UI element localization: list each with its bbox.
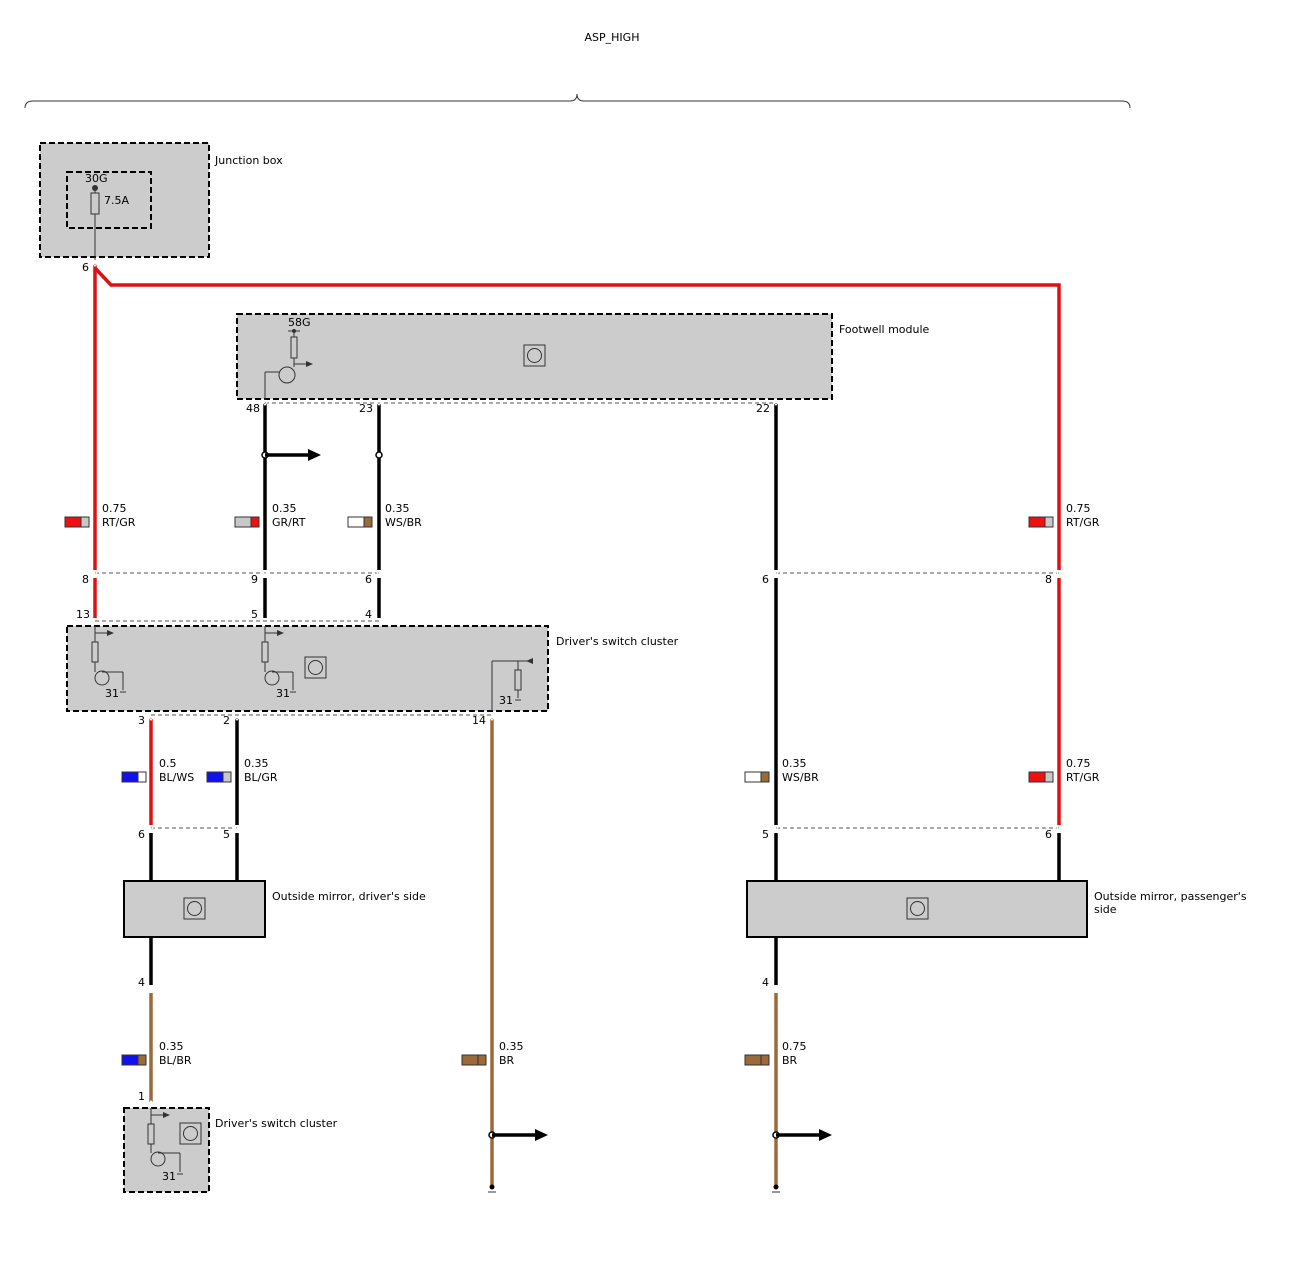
svg-text:BL/WS: BL/WS: [159, 771, 194, 784]
svg-text:RT/GR: RT/GR: [1066, 771, 1100, 784]
arrow-right-icon: [308, 449, 321, 461]
svg-text:RT/GR: RT/GR: [102, 516, 136, 529]
svg-text:0.75: 0.75: [1066, 502, 1091, 515]
pin-label: 8: [82, 573, 89, 586]
footwell-module-label: Footwell module: [839, 323, 930, 336]
pin-label: 6: [1045, 828, 1052, 841]
drivers-switch-cluster-label: Driver's switch cluster: [556, 635, 679, 648]
svg-text:BL/GR: BL/GR: [244, 771, 278, 784]
outside-mirror-driver-label: Outside mirror, driver's side: [272, 890, 426, 903]
wire-label-w4: 0.75 RT/GR: [1028, 502, 1100, 529]
control-unit-icon: [304, 656, 327, 679]
svg-text:WS/BR: WS/BR: [782, 771, 819, 784]
svg-text:0.35: 0.35: [272, 502, 297, 515]
wire-label-w3: 0.35 WS/BR: [347, 502, 422, 529]
outside-mirror-passenger-label-line2: side: [1094, 903, 1117, 916]
control-unit-icon: [523, 344, 546, 367]
svg-text:BR: BR: [782, 1054, 798, 1067]
wire-label-w5: 0.5 BL/WS: [121, 757, 194, 784]
arrow-right-icon: [535, 1129, 548, 1141]
junction-box[interactable]: [39, 142, 210, 260]
svg-text:GR/RT: GR/RT: [272, 516, 306, 529]
pin-label: 6: [762, 573, 769, 586]
scope-brace: [24, 93, 1131, 109]
pin-label: 22: [756, 402, 770, 415]
wire-label-w11: 0.75 BR: [744, 1040, 807, 1067]
control-unit-icon: [906, 897, 929, 920]
ground-label: 31: [105, 687, 119, 700]
ground-icon: [772, 1184, 780, 1193]
svg-text:0.35: 0.35: [499, 1040, 524, 1053]
outside-mirror-driver[interactable]: [123, 880, 266, 938]
junction-box-label: Junction box: [214, 154, 283, 167]
pin-label: 13: [76, 608, 90, 621]
svg-text:WS/BR: WS/BR: [385, 516, 422, 529]
wire-label-w7: 0.35 WS/BR: [744, 757, 819, 784]
transistor-icon: [94, 670, 110, 686]
footwell-terminal-label: 58G: [288, 316, 311, 329]
pin-label: 5: [762, 828, 769, 841]
svg-text:0.75: 0.75: [1066, 757, 1091, 770]
pin-label: 4: [365, 608, 372, 621]
pin-label: 3: [138, 714, 145, 727]
wire-label-w2: 0.35 GR/RT: [234, 502, 306, 529]
drivers-switch-cluster-2-label: Driver's switch cluster: [215, 1117, 338, 1130]
ground-label: 31: [499, 694, 513, 707]
svg-text:0.35: 0.35: [385, 502, 410, 515]
wire-rt-gr-right: [93, 266, 1061, 570]
transistor-icon: [264, 670, 280, 686]
drivers-switch-cluster[interactable]: [66, 625, 549, 712]
pin-label: 48: [246, 402, 260, 415]
pin-label: 4: [762, 976, 769, 989]
pin-label: 1: [138, 1090, 145, 1103]
svg-text:BL/BR: BL/BR: [159, 1054, 192, 1067]
fuse-rating-label: 7.5A: [104, 194, 129, 207]
wire-label-w9: 0.35 BL/BR: [121, 1040, 192, 1067]
arrow-right-icon: [819, 1129, 832, 1141]
pin-label: 4: [138, 976, 145, 989]
pin-label: 6: [82, 261, 89, 274]
svg-text:0.5: 0.5: [159, 757, 177, 770]
wire-label-w1: 0.75 RT/GR: [64, 502, 136, 529]
pin-label: 5: [223, 828, 230, 841]
control-unit-icon: [183, 897, 206, 920]
fuse-terminal-label: 30G: [85, 172, 108, 185]
wire-label-w8: 0.75 RT/GR: [1028, 757, 1100, 784]
svg-text:0.35: 0.35: [244, 757, 269, 770]
pin-label: 2: [223, 714, 230, 727]
outside-mirror-passenger-label: Outside mirror, passenger's: [1094, 890, 1247, 903]
ground-label: 31: [276, 687, 290, 700]
svg-text:0.35: 0.35: [782, 757, 807, 770]
transistor-icon: [278, 366, 296, 384]
drivers-switch-cluster-2[interactable]: [123, 1107, 210, 1193]
transistor-icon: [150, 1151, 166, 1167]
pin-label: 6: [365, 573, 372, 586]
footwell-module[interactable]: [236, 313, 833, 400]
svg-text:0.75: 0.75: [102, 502, 127, 515]
pin-label: 9: [251, 573, 258, 586]
pin-label: 5: [251, 608, 258, 621]
pin-label: 14: [472, 714, 486, 727]
svg-text:0.75: 0.75: [782, 1040, 807, 1053]
svg-text:0.35: 0.35: [159, 1040, 184, 1053]
wire-label-w10: 0.35 BR: [461, 1040, 524, 1067]
pin-label: 8: [1045, 573, 1052, 586]
outside-mirror-passenger[interactable]: [746, 880, 1088, 938]
wire-label-w6: 0.35 BL/GR: [206, 757, 278, 784]
svg-text:RT/GR: RT/GR: [1066, 516, 1100, 529]
pin-markers: [91, 261, 1063, 1106]
ground-icon: [488, 1184, 496, 1193]
diagram-title: ASP_HIGH: [585, 31, 640, 44]
control-unit-icon: [179, 1122, 202, 1145]
pin-label: 23: [359, 402, 373, 415]
pin-label: 6: [138, 828, 145, 841]
ground-label: 31: [162, 1170, 176, 1183]
svg-text:BR: BR: [499, 1054, 515, 1067]
